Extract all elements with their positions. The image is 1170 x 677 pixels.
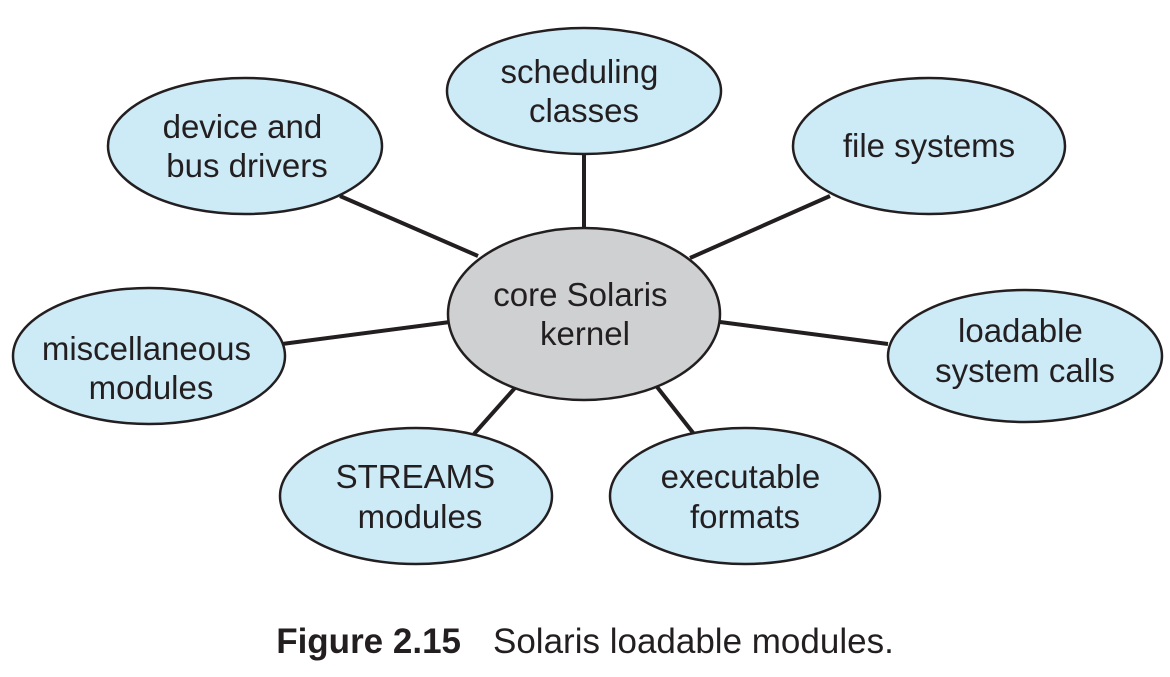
module-ellipse: [278, 426, 554, 566]
figure-caption: Figure 2.15 Solaris loadable modules.: [0, 622, 1170, 662]
module-node-device-and-bus-drivers: device and bus drivers: [106, 76, 384, 216]
module-ellipse: [608, 426, 882, 566]
connector-miscellaneous-modules: [281, 320, 451, 346]
core-ellipse: [446, 226, 722, 402]
figure-number: Figure 2.15: [276, 622, 461, 661]
modules-diagram: scheduling classes device and bus driver…: [11, 26, 1164, 566]
connector-loadable-system-calls: [719, 320, 889, 346]
module-node-executable-formats: executable formats: [608, 426, 882, 566]
module-label: file systems: [843, 127, 1015, 164]
module-label: miscellaneous modules: [42, 330, 260, 406]
core-kernel-node: core Solaris kernel: [446, 226, 722, 402]
module-label: scheduling classes: [501, 53, 668, 129]
module-label: loadable system calls: [935, 312, 1115, 389]
module-node-streams-modules: STREAMS modules: [278, 426, 554, 566]
module-node-miscellaneous-modules: miscellaneous modules: [11, 286, 287, 426]
connector-file-systems: [689, 194, 831, 260]
module-ellipse: [106, 76, 384, 216]
core-label: core Solaris kernel: [493, 276, 676, 352]
module-node-loadable-system-calls: loadable system calls: [886, 288, 1164, 424]
module-label: STREAMS modules: [336, 458, 505, 535]
module-ellipse: [886, 288, 1164, 424]
connector-device-and-bus-drivers: [339, 194, 479, 258]
figure-caption-text: Solaris loadable modules.: [493, 622, 894, 661]
module-label: executable formats: [661, 458, 830, 535]
module-ellipse: [791, 76, 1067, 216]
module-ellipse: [445, 26, 723, 156]
module-ellipse: [11, 286, 287, 426]
module-node-file-systems: file systems: [791, 76, 1067, 216]
module-node-scheduling-classes: scheduling classes: [445, 26, 723, 156]
connectors: [281, 154, 889, 436]
module-label: device and bus drivers: [163, 108, 332, 184]
